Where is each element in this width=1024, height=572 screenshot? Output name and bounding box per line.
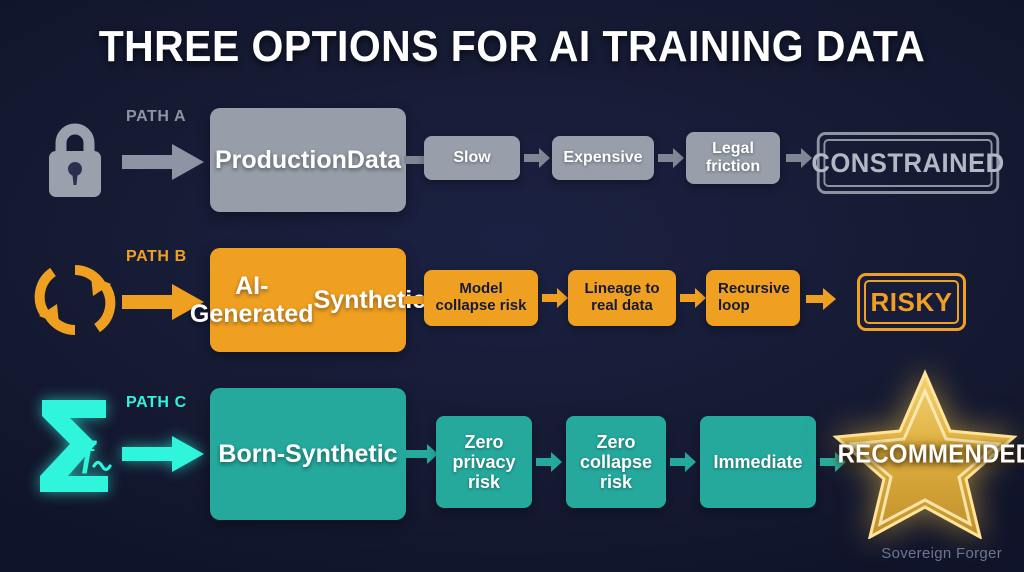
path-b-step-3-line-2: loop [718,297,750,314]
path-c-step-1-line-3: risk [467,472,501,493]
lock-icon [30,110,120,210]
path-a-row: PATH A Production Data Slow Ex [0,100,1024,220]
path-b-verdict-badge: RISKY [857,273,966,331]
path-b-step-2: Lineage to real data [568,270,676,326]
page-title: THREE OPTIONS FOR AI TRAINING DATA [98,22,926,71]
path-b-step-3: Recursive loop [706,270,800,326]
path-b-main-line-1: AI-Generated [189,272,314,328]
path-b-main-box: AI-Generated Synthetic [190,248,426,352]
path-a-main-line-1: Production [214,146,347,174]
path-a-step-2-label: Expensive [563,149,643,167]
path-a-main-box: Production Data [210,108,406,212]
path-c-arrow-1-icon [412,444,438,464]
path-a-verdict-badge: CONSTRAINED [811,132,1004,194]
path-c-step-2: Zero collapse risk [566,416,666,508]
path-a-step-1-label: Slow [453,149,491,167]
path-a-label: PATH A [126,108,187,125]
path-c-label: PATH C [126,394,187,411]
svg-text:f: f [82,434,97,474]
path-c-step-2-line-3: risk [599,472,633,493]
path-c-arrow-2-icon [536,452,562,472]
star-icon [830,368,1020,540]
path-a-arrow-2-icon [658,148,684,168]
path-a-verdict-label: CONSTRAINED [811,147,1005,178]
path-c-main-line-1: Born-Synthetic [218,440,398,468]
path-c-step-1-line-2: privacy [452,451,516,472]
path-a-connector-1 [404,156,426,164]
path-b-arrow-3-icon [806,288,836,310]
path-b-arrow-icon [122,284,204,320]
path-c-step-2-line-1: Zero [596,431,636,452]
path-c-step-2-line-2: collapse [579,451,653,472]
path-a-step-1: Slow [424,136,520,180]
path-b-arrow-1-icon [542,288,568,308]
path-b-step-2-line-2: real data [591,297,653,314]
path-c-verdict-label: RECOMMENDED [837,438,1024,469]
path-a-arrow-3-icon [786,148,812,168]
path-b-step-1-line-2: collapse risk [435,297,527,314]
path-a-step-3: Legal friction [686,132,780,184]
path-b-row: PATH B AI-Generated Synthetic Model coll… [0,240,1024,360]
path-b-connector-1 [404,296,426,304]
path-b-arrow-2-icon [680,288,706,308]
watermark: Sovereign Forger [881,545,1002,562]
recycle-loop-icon [30,250,120,350]
path-a-step-2: Expensive [552,136,654,180]
path-c-arrow-3-icon [670,452,696,472]
path-b-step-3-line-1: Recursive [718,280,790,298]
path-b-step-1-line-1: Model [459,280,503,298]
path-a-arrow-1-icon [524,148,550,168]
path-c-arrow-4-icon [820,452,846,472]
path-a-step-3-line-2: friction [705,158,761,175]
path-c-main-box: Born-Synthetic [210,388,406,520]
path-c-verdict-badge: RECOMMENDED [830,368,1024,540]
path-c-step-1-line-1: Zero [464,431,504,452]
sigma-function-icon: f [30,394,120,494]
path-b-step-2-line-1: Lineage to [584,280,660,298]
path-a-main-line-2: Data [346,146,402,174]
path-c-arrow-icon [122,436,204,472]
path-b-step-1: Model collapse risk [424,270,538,326]
path-b-label: PATH B [126,248,187,265]
path-c-step-3-label: Immediate [713,451,803,472]
path-a-arrow-icon [122,144,204,180]
path-c-step-1: Zero privacy risk [436,416,532,508]
path-b-verdict-label: RISKY [870,286,953,317]
path-c-row: PATH C f Born-Synthetic Zero privacy ris… [0,380,1024,520]
path-a-step-3-line-1: Legal [712,140,754,158]
path-c-step-3: Immediate [700,416,816,508]
